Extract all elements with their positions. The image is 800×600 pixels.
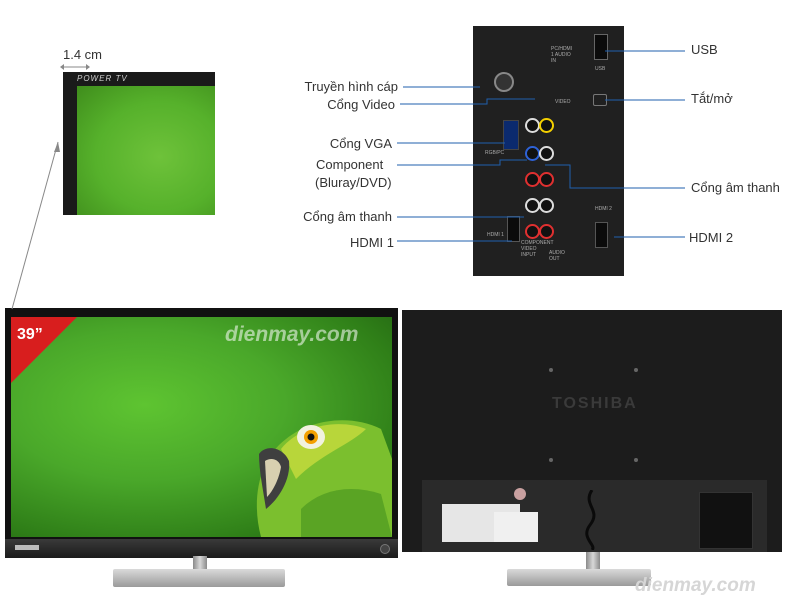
callout-audio-left: Cổng âm thanh <box>303 209 392 224</box>
coax-port-icon <box>494 72 514 92</box>
connector-panel-image: PC/HDMI 1 AUDIO IN VIDEO RGB/PC HDMI 1 H… <box>473 26 624 276</box>
callout-video: Cổng Video <box>327 97 395 112</box>
bezel-width-arrow-icon <box>60 64 90 70</box>
audio-port-icon <box>539 172 554 187</box>
back-watermark: dienmay.com <box>635 575 756 596</box>
callout-hdmi2: HDMI 2 <box>689 230 734 245</box>
callout-component: Component <box>316 157 384 172</box>
back-label-sticker <box>494 512 538 542</box>
video-port-icon <box>525 118 540 133</box>
hdmi2-port-icon <box>595 222 608 248</box>
panel-label-rgb: RGB/PC <box>485 150 505 156</box>
power-led-icon <box>380 544 390 554</box>
component-port-icon <box>525 146 540 161</box>
back-ports-block <box>699 492 753 549</box>
power-button-icon <box>593 94 607 106</box>
bezel-brand-text: POWER TV <box>77 74 128 83</box>
callout-component-sub: (Bluray/DVD) <box>315 175 392 190</box>
mount-hole <box>634 368 638 372</box>
callout-cable: Truyền hình cáp <box>304 79 398 94</box>
mount-hole <box>549 458 553 462</box>
callout-usb: USB <box>691 42 718 57</box>
tv-front-image: 39” dienmay.com <box>5 308 398 558</box>
bezel-screen <box>77 86 215 215</box>
mount-hole <box>634 458 638 462</box>
component-port-icon <box>525 172 540 187</box>
hdmi1-port-icon <box>507 216 520 242</box>
front-stand-base <box>113 569 285 587</box>
back-stand-base <box>507 569 651 586</box>
callout-vga: Cổng VGA <box>329 136 392 151</box>
audio-port-icon <box>525 198 540 213</box>
audio-port-icon <box>539 224 554 239</box>
video-port-icon <box>539 118 554 133</box>
usb-port-icon <box>594 34 608 60</box>
panel-label-hdmi1: HDMI 1 <box>487 232 504 238</box>
panel-label-usb: USB <box>595 66 606 72</box>
callout-hdmi1: HDMI 1 <box>349 235 394 250</box>
power-cable-icon <box>585 490 596 550</box>
size-badge <box>11 317 77 383</box>
tv-front-screen: 39” dienmay.com <box>11 317 392 537</box>
front-logo-icon <box>15 545 39 550</box>
tv-back-image: TOSHIBA <box>402 310 782 552</box>
audio-port-icon <box>539 198 554 213</box>
audio-port-icon <box>539 146 554 161</box>
panel-label-audio-out: AUDIO OUT <box>549 250 565 262</box>
bezel-width-label: 1.4 cm <box>63 47 103 62</box>
mount-hole <box>549 368 553 372</box>
tv-front-bottom-bar <box>5 539 398 558</box>
front-watermark: dienmay.com <box>225 323 359 346</box>
callout-power: Tắt/mở <box>691 91 733 106</box>
front-stand-neck <box>193 556 207 572</box>
panel-label-video: VIDEO <box>555 99 571 105</box>
back-brand-logo: TOSHIBA <box>552 395 638 412</box>
panel-label-component: COMPONENT VIDEO INPUT <box>521 240 554 258</box>
size-label: 39” <box>17 326 43 343</box>
bezel-closeup-image: POWER TV <box>63 72 215 215</box>
callout-audio-right: Cổng âm thanh <box>691 180 780 195</box>
panel-label-pc-hdmi: PC/HDMI 1 AUDIO IN <box>551 46 573 64</box>
vga-port-icon <box>503 120 519 150</box>
back-stand-neck <box>586 552 600 572</box>
audio-port-icon <box>525 224 540 239</box>
parrot-image <box>256 420 392 537</box>
panel-label-hdmi2: HDMI 2 <box>595 206 612 212</box>
back-seal-sticker <box>514 488 526 500</box>
